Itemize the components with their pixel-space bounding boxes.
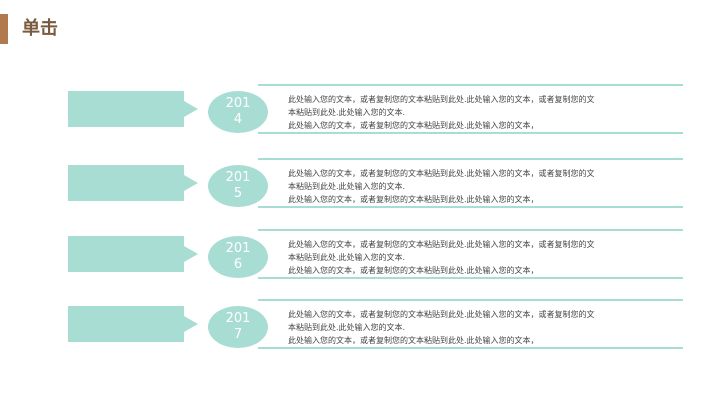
row-bar-block bbox=[68, 236, 184, 272]
year-label-top: 201 bbox=[225, 311, 251, 326]
row-bar-block bbox=[68, 91, 184, 127]
row-bottom-line bbox=[258, 206, 683, 208]
timeline-row-2016: 201 6 此处输入您的文本，或者复制您的文本粘贴到此处.此处输入您的文本，或者… bbox=[0, 229, 720, 293]
row-text: 此处输入您的文本，或者复制您的文本粘贴到此处.此处输入您的文本，或者复制您的文 … bbox=[288, 308, 668, 347]
row-bottom-line bbox=[258, 132, 683, 134]
arrow-right-icon bbox=[184, 246, 198, 262]
row-bottom-line bbox=[258, 347, 683, 349]
row-text-line: 本粘贴到此处.此处输入您的文本. bbox=[288, 108, 406, 117]
year-label-top: 201 bbox=[225, 241, 251, 256]
row-text-line: 此处输入您的文本，或者复制您的文本粘贴到此处.此处输入您的文本，或者复制您的文 bbox=[288, 169, 595, 178]
row-text-line: 此处输入您的文本，或者复制您的文本粘贴到此处.此处输入您的文本， bbox=[288, 195, 539, 204]
row-text-line: 此处输入您的文本，或者复制您的文本粘贴到此处.此处输入您的文本， bbox=[288, 336, 539, 345]
year-badge: 201 4 bbox=[208, 91, 268, 133]
title-accent-bar bbox=[0, 14, 8, 44]
arrow-right-icon bbox=[184, 101, 198, 117]
row-top-line bbox=[258, 299, 683, 301]
row-text-line: 此处输入您的文本，或者复制您的文本粘贴到此处.此处输入您的文本，或者复制您的文 bbox=[288, 310, 595, 319]
arrow-right-icon bbox=[184, 175, 198, 191]
row-text-line: 此处输入您的文本，或者复制您的文本粘贴到此处.此处输入您的文本，或者复制您的文 bbox=[288, 240, 595, 249]
year-badge: 201 5 bbox=[208, 165, 268, 207]
timeline-row-2017: 201 7 此处输入您的文本，或者复制您的文本粘贴到此处.此处输入您的文本，或者… bbox=[0, 299, 720, 363]
year-label-bottom: 4 bbox=[233, 112, 243, 127]
year-label-bottom: 5 bbox=[233, 186, 243, 201]
row-top-line bbox=[258, 84, 683, 86]
year-badge: 201 7 bbox=[208, 306, 268, 348]
row-text-line: 此处输入您的文本，或者复制您的文本粘贴到此处.此处输入您的文本，或者复制您的文 bbox=[288, 95, 595, 104]
page-title: 单击 bbox=[22, 18, 58, 39]
row-bottom-line bbox=[258, 277, 683, 279]
row-text: 此处输入您的文本，或者复制您的文本粘贴到此处.此处输入您的文本，或者复制您的文 … bbox=[288, 167, 668, 206]
row-text-line: 本粘贴到此处.此处输入您的文本. bbox=[288, 182, 406, 191]
arrow-right-icon bbox=[184, 316, 198, 332]
year-badge: 201 6 bbox=[208, 236, 268, 278]
row-bar-block bbox=[68, 165, 184, 201]
timeline-row-2014: 201 4 此处输入您的文本，或者复制您的文本粘贴到此处.此处输入您的文本，或者… bbox=[0, 84, 720, 148]
row-top-line bbox=[258, 158, 683, 160]
year-label-bottom: 6 bbox=[233, 257, 243, 272]
row-bar-block bbox=[68, 306, 184, 342]
year-label-top: 201 bbox=[225, 170, 251, 185]
row-text-line: 此处输入您的文本，或者复制您的文本粘贴到此处.此处输入您的文本， bbox=[288, 121, 539, 130]
row-text-line: 此处输入您的文本，或者复制您的文本粘贴到此处.此处输入您的文本， bbox=[288, 266, 539, 275]
timeline-row-2015: 201 5 此处输入您的文本，或者复制您的文本粘贴到此处.此处输入您的文本，或者… bbox=[0, 158, 720, 222]
row-text-line: 本粘贴到此处.此处输入您的文本. bbox=[288, 323, 406, 332]
row-top-line bbox=[258, 229, 683, 231]
row-text: 此处输入您的文本，或者复制您的文本粘贴到此处.此处输入您的文本，或者复制您的文 … bbox=[288, 93, 668, 132]
year-label-top: 201 bbox=[225, 96, 251, 111]
year-label-bottom: 7 bbox=[233, 327, 243, 342]
row-text: 此处输入您的文本，或者复制您的文本粘贴到此处.此处输入您的文本，或者复制您的文 … bbox=[288, 238, 668, 277]
row-text-line: 本粘贴到此处.此处输入您的文本. bbox=[288, 253, 406, 262]
